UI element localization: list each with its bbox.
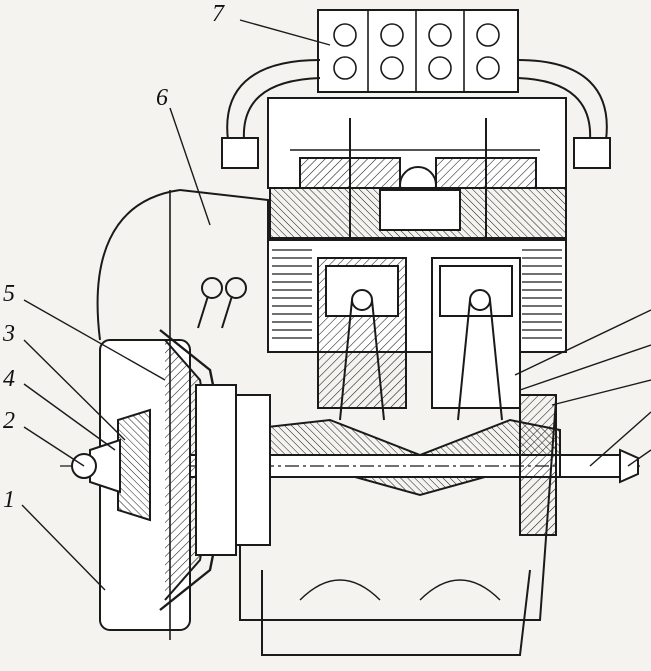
callout-3: 3 bbox=[3, 321, 15, 347]
connecting-rods bbox=[339, 289, 503, 421]
callout-4: 4 bbox=[3, 366, 15, 392]
air-intake-unit bbox=[317, 9, 519, 93]
cylinder-block bbox=[267, 239, 567, 409]
manifold-pipes bbox=[221, 59, 611, 169]
shaft-end bbox=[559, 448, 639, 484]
cylinder-head bbox=[267, 97, 567, 240]
callout-7: 7 bbox=[212, 1, 224, 27]
callout-5: 5 bbox=[3, 281, 15, 307]
callout-2: 2 bbox=[3, 408, 15, 434]
leader-lines bbox=[21, 19, 651, 591]
callout-6: 6 bbox=[156, 85, 168, 111]
callout-1: 1 bbox=[3, 487, 15, 513]
fan-impeller bbox=[71, 329, 271, 611]
crankcase bbox=[239, 394, 557, 656]
